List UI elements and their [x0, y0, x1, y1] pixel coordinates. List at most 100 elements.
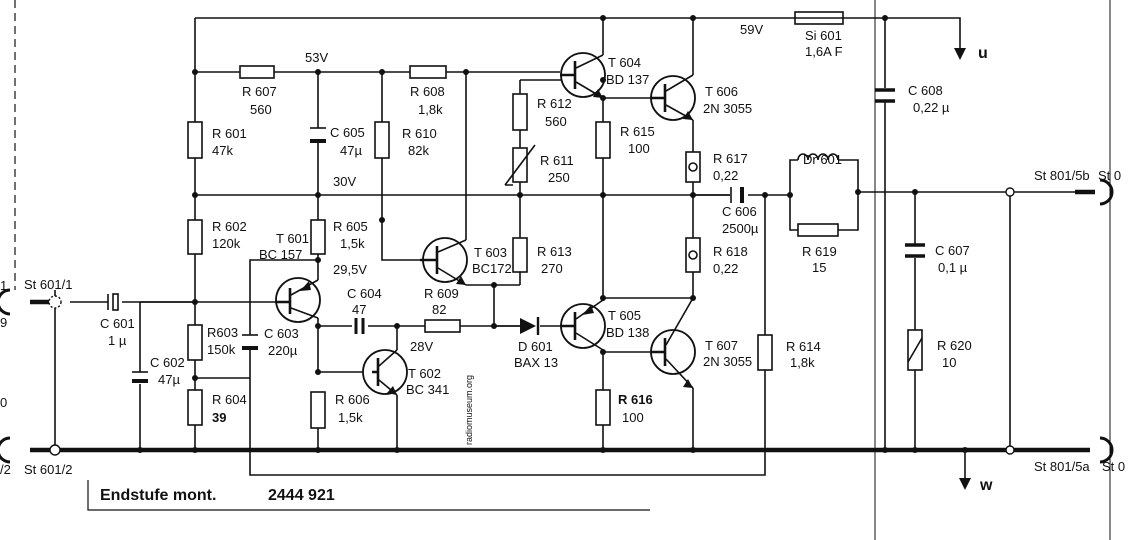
r607-ref: R 607	[242, 84, 277, 99]
c605-ref: C 605	[330, 125, 365, 140]
c601-symbol	[107, 293, 119, 311]
c602-ref: C 602	[150, 355, 185, 370]
t602-value: BC 341	[406, 382, 449, 397]
r603-symbol	[187, 324, 203, 361]
r613-ref: R 613	[537, 244, 572, 259]
w-arrow	[959, 478, 971, 490]
r615-value: 100	[628, 141, 650, 156]
c602-symbol	[132, 371, 148, 383]
r606-value: 1,5k	[338, 410, 363, 425]
w-label: w	[979, 477, 993, 494]
r605-value: 1,5k	[340, 236, 365, 251]
u-arrow	[954, 48, 966, 60]
r601-value: 47k	[212, 143, 233, 158]
r607-symbol	[239, 65, 275, 79]
t601-value: BC 157	[259, 247, 302, 262]
dr601-symbol	[797, 153, 839, 161]
c607-value: 0,1 µ	[938, 260, 968, 275]
r616-symbol	[595, 389, 611, 426]
r608-value: 1,8k	[418, 102, 443, 117]
rail-53v-label: 53V	[305, 50, 328, 65]
st601-2-label: St 601/2	[24, 462, 72, 477]
st801-5b-label: St 801/5b	[1034, 168, 1090, 183]
wiring	[14, 0, 1111, 540]
r615-ref: R 615	[620, 124, 655, 139]
c605-value: 47µ	[340, 143, 362, 158]
t603-ref: T 603	[474, 245, 507, 260]
r619-symbol	[797, 223, 839, 237]
r610-ref: R 610	[402, 126, 437, 141]
c607-ref: C 607	[935, 243, 970, 258]
c606-ref: C 606	[722, 204, 757, 219]
t601-symbol	[275, 277, 321, 323]
st801-connectors	[1005, 178, 1114, 464]
watermark: radiomuseum.org	[464, 375, 474, 445]
edge-label-left-0: 0	[0, 395, 7, 410]
r605-ref: R 605	[333, 219, 368, 234]
r617-value: 0,22	[713, 168, 738, 183]
r606-ref: R 606	[335, 392, 370, 407]
d601-symbol	[520, 317, 540, 335]
t603-value: BC172	[472, 261, 512, 276]
r616-ref: R 616	[618, 392, 653, 407]
d601-value: BAX 13	[514, 355, 558, 370]
r617-symbol	[685, 151, 701, 183]
c607-symbol	[905, 243, 925, 258]
r602-value: 120k	[212, 236, 241, 251]
r601-symbol	[187, 121, 203, 159]
d601-ref: D 601	[518, 339, 553, 354]
edge-label-right-bottom: St 0	[1102, 459, 1125, 474]
r605-symbol	[310, 219, 326, 255]
r604-value: 39	[212, 410, 226, 425]
t605-value: BD 138	[606, 325, 649, 340]
c608-value: 0,22 µ	[913, 100, 950, 115]
u-label: u	[978, 45, 988, 62]
r602-ref: R 602	[212, 219, 247, 234]
c603-symbol	[242, 334, 258, 350]
edge-label-left-9: 9	[0, 315, 7, 330]
junctions	[137, 15, 968, 453]
r612-ref: R 612	[537, 96, 572, 111]
rail-29-5v-label: 29,5V	[333, 262, 367, 277]
footer-number: 2444 921	[268, 487, 335, 504]
r618-ref: R 618	[713, 244, 748, 259]
r620-ref: R 620	[937, 338, 972, 353]
r613-symbol	[512, 237, 528, 273]
c602-value: 47µ	[158, 372, 180, 387]
r611-arrow	[504, 144, 536, 186]
r606-symbol	[310, 391, 326, 429]
edge-label-left-1: 1	[0, 278, 7, 293]
st601-connectors	[0, 288, 62, 464]
r617-ref: R 617	[713, 151, 748, 166]
r608-ref: R 608	[410, 84, 445, 99]
st601-1-label: St 601/1	[24, 277, 72, 292]
r609-symbol	[424, 319, 461, 333]
r607-value: 560	[250, 102, 272, 117]
r609-value: 82	[432, 302, 446, 317]
st801-5a-label: St 801/5a	[1034, 459, 1090, 474]
t605-symbol	[560, 299, 606, 351]
r610-symbol	[374, 121, 390, 159]
c604-value: 47	[352, 302, 366, 317]
t604-ref: T 604	[608, 55, 641, 70]
r603-value: 150k	[207, 342, 236, 357]
t606-symbol	[650, 74, 696, 121]
c603-value: 220µ	[268, 343, 298, 358]
t606-value: 2N 3055	[703, 101, 752, 116]
rail-59v-label: 59V	[740, 22, 763, 37]
r618-dot	[688, 250, 698, 260]
c605-symbol	[310, 127, 326, 143]
r619-ref: R 619	[802, 244, 837, 259]
t607-ref: T 607	[705, 338, 738, 353]
r612-value: 560	[545, 114, 567, 129]
c608-symbol	[875, 88, 895, 103]
r620-value: 10	[942, 355, 956, 370]
r614-ref: R 614	[786, 339, 821, 354]
r608-symbol	[409, 65, 447, 79]
c601-ref: C 601	[100, 316, 135, 331]
r603-ref: R603	[207, 325, 238, 340]
r619-value: 15	[812, 260, 826, 275]
r617-dot	[688, 162, 698, 172]
r602-symbol	[187, 219, 203, 255]
